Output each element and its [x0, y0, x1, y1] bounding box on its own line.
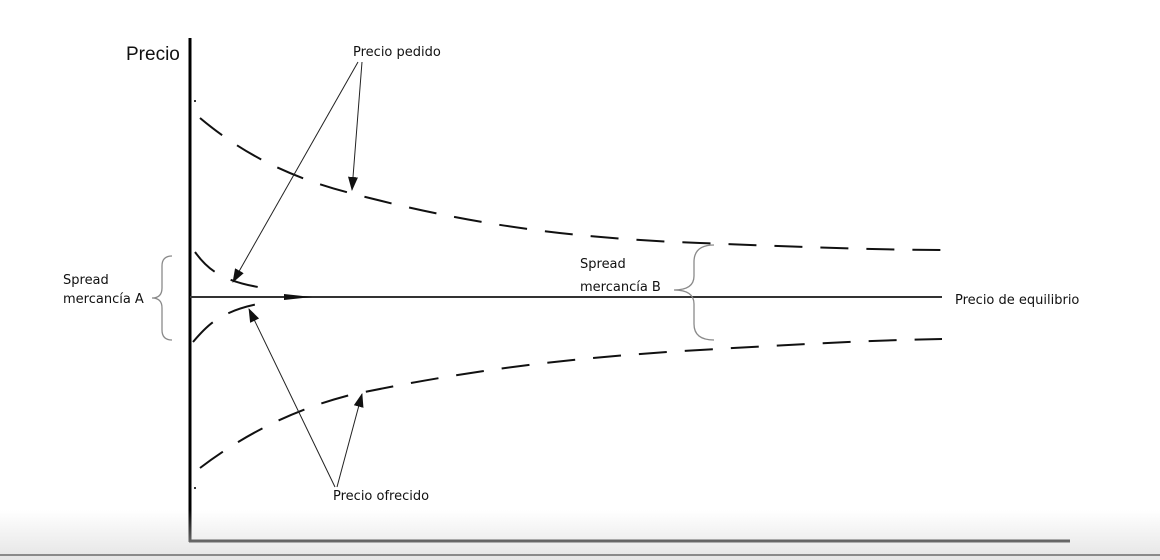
- commodity-b-spread-label-line1: Spread: [580, 257, 626, 272]
- offered-price-curve: [199, 338, 943, 469]
- commodity-b-spread-label-line2: mercancía B: [580, 280, 661, 295]
- commodity-a-spread-label-line2: mercancía A: [63, 292, 144, 307]
- offered-price-pointer-arrow: [248, 308, 336, 488]
- offered-price-label: Precio ofrecido: [333, 489, 429, 504]
- asked-price-label: Precio pedido: [353, 45, 441, 60]
- commodity-a-spread-brace: [151, 255, 173, 341]
- axis-tick-mark: [194, 487, 196, 489]
- axis-tick-mark: [194, 100, 196, 102]
- bottom-border: [0, 554, 1160, 556]
- equilibrium-arrowhead: [284, 294, 312, 300]
- commodity-a-bid-stub: [192, 303, 259, 343]
- y-axis-title: Precio: [126, 44, 180, 65]
- commodity-a-ask-stub: [194, 251, 259, 288]
- commodity-a-spread-label-line1: Spread: [63, 273, 109, 288]
- equilibrium-price-label: Precio de equilibrio: [955, 293, 1079, 308]
- commodity-b-spread-brace: [673, 244, 715, 341]
- asked-price-pointer-arrow: [348, 61, 363, 191]
- asked-price-pointer-arrow: [232, 61, 359, 283]
- offered-price-pointer-arrow: [336, 393, 364, 488]
- asked-price-curve: [199, 117, 943, 251]
